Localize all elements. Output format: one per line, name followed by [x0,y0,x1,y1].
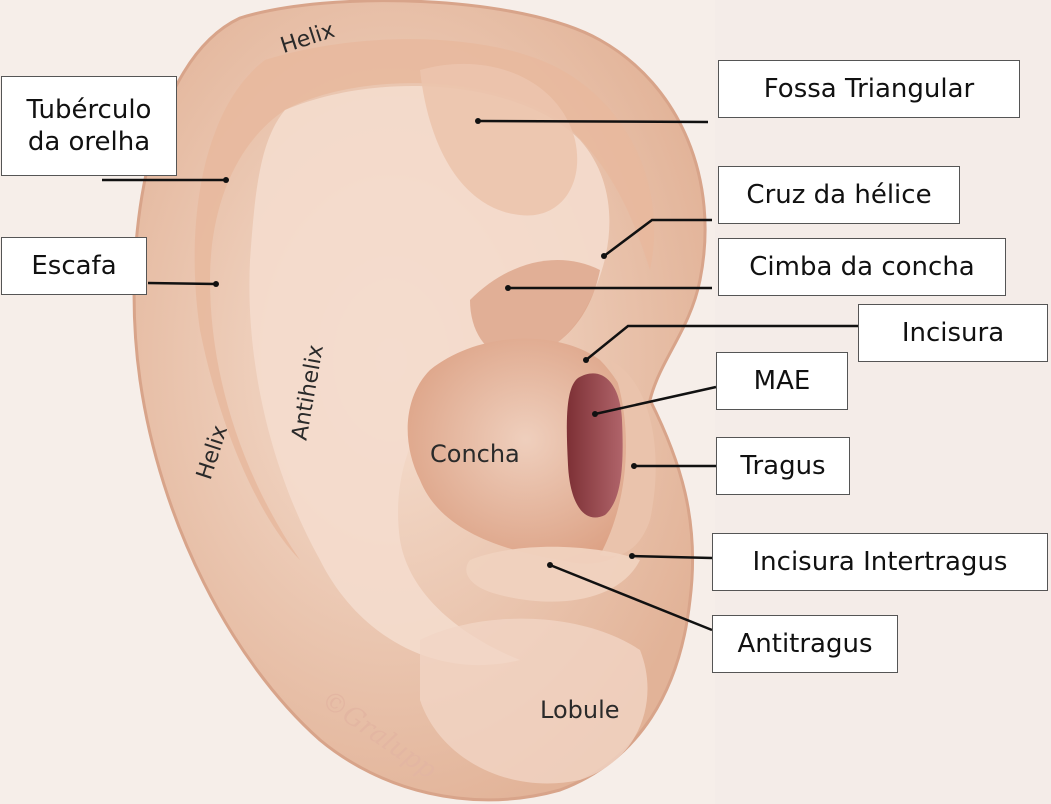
dot-antitragus [547,562,553,568]
leader-escafa [148,283,216,284]
ear-canal [567,373,623,517]
dot-fossa [475,118,481,124]
label-cruz-helice: Cruz da hélice [718,166,960,224]
dot-mae [592,411,598,417]
concha-label: Concha [430,440,520,468]
label-escafa: Escafa [1,237,147,295]
label-incisura: Incisura [858,304,1048,362]
label-mae: MAE [716,352,848,410]
label-antitragus: Antitragus [712,615,898,673]
dot-intertragus [629,553,635,559]
dot-cruz [601,253,607,259]
label-fossa-triangular: Fossa Triangular [718,60,1020,118]
label-cimba-concha: Cimba da concha [718,238,1006,296]
leader-fossa [478,121,708,122]
dot-tragus [631,463,637,469]
label-tuberculo: Tubérculo da orelha [1,76,177,176]
dot-cimba [505,285,511,291]
label-tragus: Tragus [716,437,850,495]
dot-incisura [583,357,589,363]
lobule-label: Lobule [540,696,620,724]
dot-tuberculo [223,177,229,183]
dot-escafa [213,281,219,287]
label-incisura-intertragus: Incisura Intertragus [712,533,1048,591]
